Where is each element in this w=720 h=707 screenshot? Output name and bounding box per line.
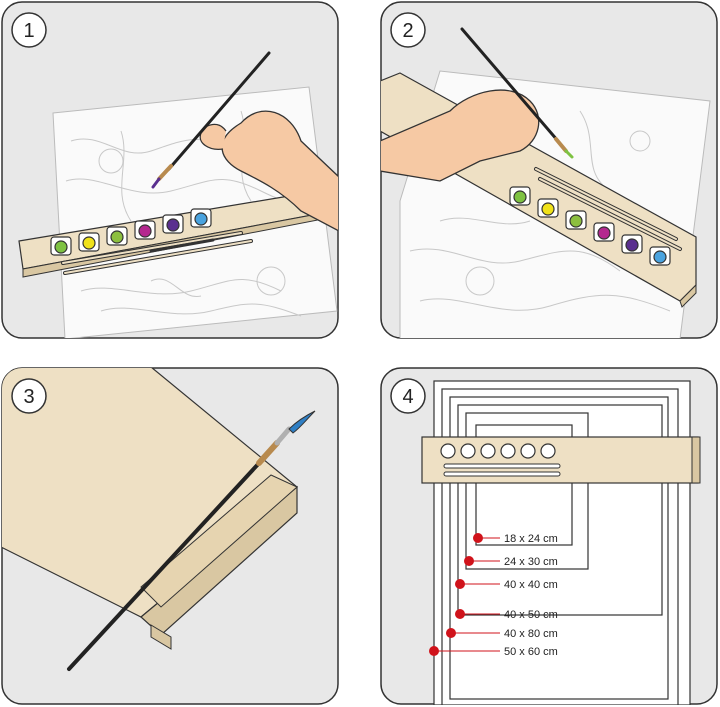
- paint-green: [513, 190, 527, 204]
- paint-pots: [50, 208, 212, 256]
- step-2-illustration: 2: [380, 1, 718, 339]
- paint-purple: [625, 238, 639, 252]
- size-marker-dot: [455, 579, 465, 589]
- step-4-panel: 18 x 24 cm 24 x 30 cm 40 x 40 cm 40 x 50 cm…: [380, 367, 718, 705]
- paint-pots: [509, 186, 671, 266]
- size-label: 50 x 60 cm: [504, 646, 558, 658]
- paint-yellow: [82, 236, 96, 250]
- step-2-panel: 2: [380, 1, 718, 339]
- paint-purple: [166, 218, 180, 232]
- pot-holes: [440, 443, 556, 459]
- paintbrush: [460, 27, 560, 143]
- paint-light-green: [569, 214, 583, 228]
- size-markers: 18 x 24 cm 24 x 30 cm 40 x 40 cm 40 x 50 cm…: [429, 533, 558, 658]
- paint-magenta: [138, 224, 152, 238]
- size-marker-dot: [473, 533, 483, 543]
- paint-blue: [653, 250, 667, 264]
- hand: [381, 89, 540, 182]
- paint-magenta: [597, 226, 611, 240]
- canvas-size-outlines: [433, 380, 691, 705]
- paint-green: [54, 240, 68, 254]
- step-3-panel: 3: [1, 367, 339, 705]
- paintbrush: [167, 51, 271, 171]
- step-4-number: 4: [402, 386, 413, 408]
- size-marker-dot: [464, 556, 474, 566]
- size-label: 40 x 80 cm: [504, 628, 558, 640]
- step-4-illustration: 18 x 24 cm 24 x 30 cm 40 x 40 cm 40 x 50 cm…: [380, 367, 718, 705]
- step-3-illustration: 3: [1, 367, 339, 705]
- paint-yellow: [541, 202, 555, 216]
- step-1-number: 1: [23, 20, 34, 42]
- brush-on-palette: [149, 238, 215, 253]
- size-label: 24 x 30 cm: [504, 556, 558, 568]
- paint-blue: [194, 212, 208, 226]
- size-marker-dot: [455, 609, 465, 619]
- step-3-number: 3: [23, 386, 34, 408]
- paint-light-green: [110, 230, 124, 244]
- hand: [221, 110, 338, 233]
- step-2-number: 2: [402, 20, 413, 42]
- size-label: 40 x 40 cm: [504, 579, 558, 591]
- paintbrush: [67, 459, 263, 671]
- step-1-panel: 1: [1, 1, 339, 339]
- step-3-badge: 3: [11, 378, 47, 414]
- palette-board-front: [421, 436, 701, 484]
- step-1-badge: 1: [11, 12, 47, 48]
- size-marker-dot: [429, 646, 439, 656]
- size-label: 40 x 50 cm: [504, 609, 558, 621]
- step-1-illustration: 1: [1, 1, 339, 339]
- size-label: 18 x 24 cm: [504, 533, 558, 545]
- step-2-badge: 2: [390, 12, 426, 48]
- size-marker-dot: [446, 628, 456, 638]
- step-4-badge: 4: [390, 378, 426, 414]
